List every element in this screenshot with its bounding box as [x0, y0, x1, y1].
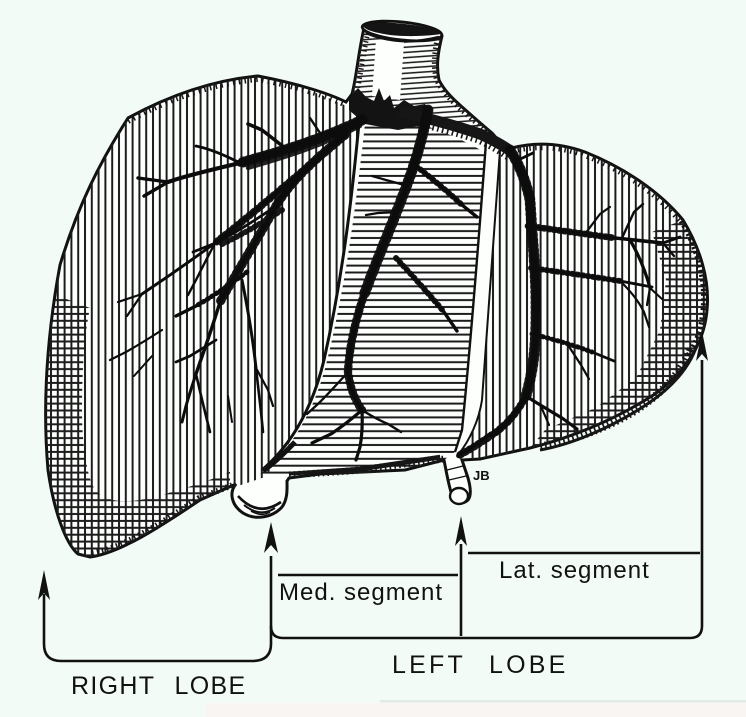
svg-text:Lat. segment: Lat. segment [499, 557, 650, 584]
svg-text:Med. segment: Med. segment [279, 579, 443, 606]
svg-text:JB: JB [473, 468, 490, 483]
svg-text:LEFT LOBE: LEFT LOBE [392, 651, 569, 679]
svg-text:RIGHT LOBE: RIGHT LOBE [71, 672, 246, 700]
